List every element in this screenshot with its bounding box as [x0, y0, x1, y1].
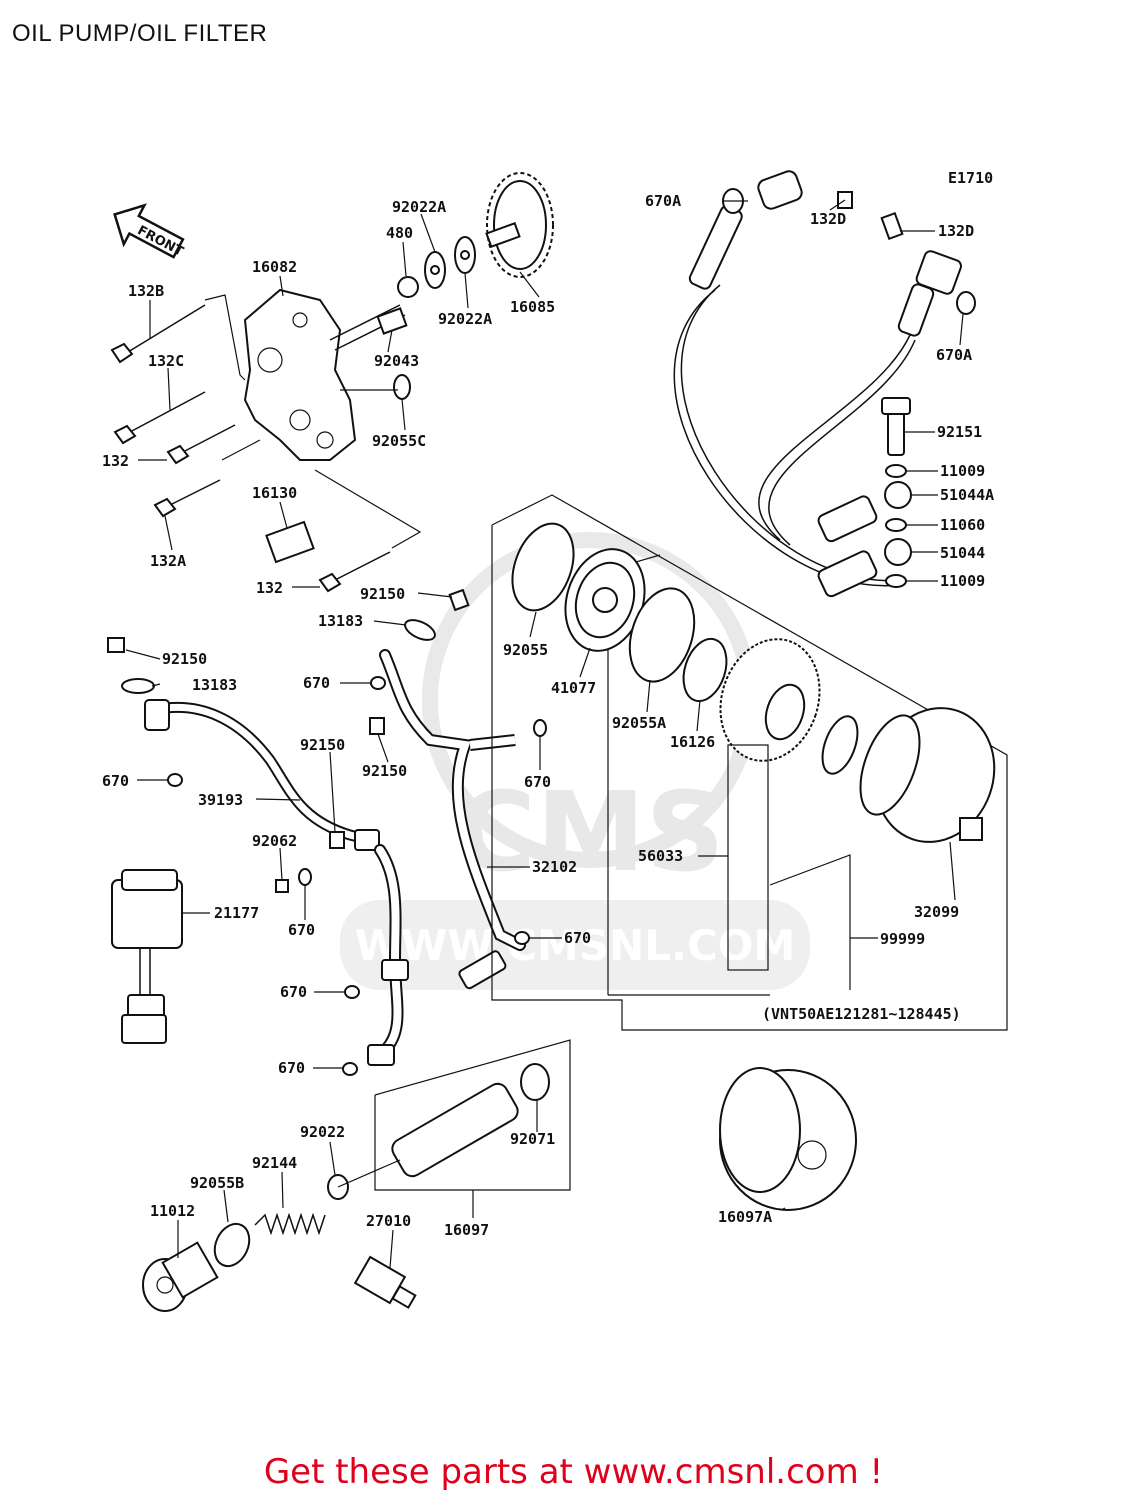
part-label: 56033 — [638, 847, 683, 865]
part-label: 99999 — [880, 930, 925, 948]
part-label: 11060 — [940, 516, 985, 534]
part-label: 670A — [936, 346, 972, 364]
filter-cartridge-32099 — [859, 707, 996, 843]
part-label: 670 — [278, 1059, 305, 1077]
part-label: 92150 — [162, 650, 207, 668]
part-label: 132D — [938, 222, 974, 240]
part-label: 670 — [280, 983, 307, 1001]
exploded-parts-diagram: WWW.CMSNL.COM CMS E1710 FRONT — [102, 169, 1008, 1312]
part-label: 92022 — [300, 1123, 345, 1141]
plug-11012 — [142, 1241, 219, 1312]
part-label: 16085 — [510, 298, 555, 316]
part-label: 670 — [288, 921, 315, 939]
part-label: 670A — [645, 192, 681, 210]
part-label: 132 — [256, 579, 283, 597]
part-label: 92055A — [612, 714, 666, 732]
watermark: WWW.CMSNL.COM CMS — [340, 532, 810, 990]
part-label: 13183 — [318, 612, 363, 630]
part-label: 16097 — [444, 1221, 489, 1239]
part-label: 21177 — [214, 904, 259, 922]
oil-pipe-39193 — [144, 699, 380, 851]
filter-cartridge-16097A — [719, 1067, 857, 1211]
oil-pipe-lower — [367, 844, 409, 1066]
part-label: 11009 — [940, 572, 985, 590]
part-label: 51044 — [940, 544, 985, 562]
part-label: 92150 — [300, 736, 345, 754]
part-label: 32099 — [914, 903, 959, 921]
part-label: 51044A — [940, 486, 994, 504]
switch-27010 — [353, 1255, 417, 1309]
part-label: 92150 — [360, 585, 405, 603]
pump-bolts — [110, 304, 391, 593]
part-label: 132B — [128, 282, 164, 300]
part-label: 480 — [386, 224, 413, 242]
part-label: 41077 — [551, 679, 596, 697]
part-label: 92043 — [374, 352, 419, 370]
front-arrow-icon: FRONT — [113, 203, 186, 260]
part-label: 92071 — [510, 1130, 555, 1148]
part-label: 670 — [102, 772, 129, 790]
watermark-logo: CMS — [455, 768, 724, 896]
filter-element-56033 — [719, 638, 821, 762]
part-label: 92062 — [252, 832, 297, 850]
oil-strainer-16097 — [327, 1039, 571, 1200]
oil-pump-body — [243, 288, 357, 461]
oil-cooler-hose — [673, 170, 976, 598]
part-label: 92055B — [190, 1174, 244, 1192]
spring-92144 — [254, 1212, 326, 1236]
figure-code: E1710 — [948, 169, 993, 187]
part-label: 92055 — [503, 641, 548, 659]
part-label: 16082 — [252, 258, 297, 276]
part-label: 16097A — [718, 1208, 772, 1226]
part-label: 670 — [564, 929, 591, 947]
part-label: 11009 — [940, 462, 985, 480]
part-label: 32102 — [532, 858, 577, 876]
part-labels: 92022A 480 16082 16085 92022A 132B 92043… — [102, 192, 994, 1239]
page-title: OIL PUMP/OIL FILTER — [12, 20, 268, 47]
part-label: (VNT50AE121281~128445) — [762, 1005, 961, 1023]
part-label: 92150 — [362, 762, 407, 780]
sensor-21177 — [111, 869, 183, 1044]
watermark-text: WWW.CMSNL.COM — [355, 921, 796, 970]
part-label: 92022A — [438, 310, 492, 328]
part-label: 92055C — [372, 432, 426, 450]
part-label: 92151 — [937, 423, 982, 441]
part-label: 16126 — [670, 733, 715, 751]
part-label: 92022A — [392, 198, 446, 216]
pump-gear — [485, 172, 554, 278]
part-label: 670 — [303, 674, 330, 692]
part-label: 27010 — [366, 1212, 411, 1230]
part-label: 16130 — [252, 484, 297, 502]
part-label: 132 — [102, 452, 129, 470]
part-label: 13183 — [192, 676, 237, 694]
part-label: 132A — [150, 552, 186, 570]
part-label: 11012 — [150, 1202, 195, 1220]
leader-lines — [125, 199, 964, 1269]
footer-link-text[interactable]: Get these parts at www.cmsnl.com ! — [263, 1452, 884, 1492]
part-label: 132C — [148, 352, 184, 370]
oil-pipe-32102 — [379, 649, 526, 990]
part-label: 132D — [810, 210, 846, 228]
part-label: 39193 — [198, 791, 243, 809]
part-label: 92144 — [252, 1154, 297, 1172]
part-label: 670 — [524, 773, 551, 791]
